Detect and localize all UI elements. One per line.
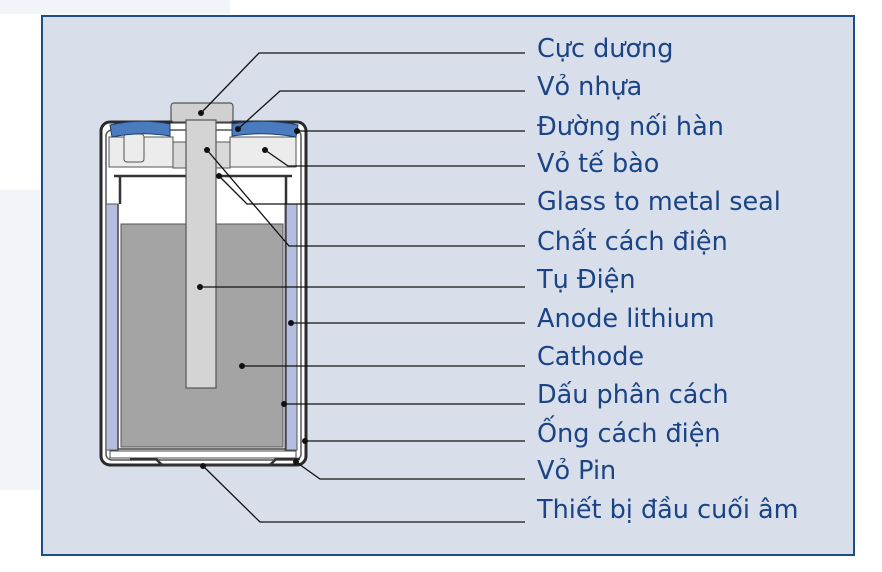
leader-dot-5 [216, 173, 222, 179]
current-collector-rod [185, 119, 217, 389]
background-stripe-top [0, 0, 230, 14]
label-negative-terminal: Thiết bị đầu cuối âm [537, 495, 799, 525]
separator [117, 204, 287, 450]
leader-line-2 [237, 90, 525, 130]
leader-dot-1 [198, 110, 204, 116]
leader-dot-13 [200, 463, 206, 469]
leader-line-5 [218, 175, 525, 205]
negative-terminal [130, 457, 300, 467]
label-insulating-tube: Ống cách điện [537, 419, 721, 449]
bottom-insulator [109, 450, 297, 459]
label-plastic-cover: Vỏ nhựa [537, 72, 643, 102]
leader-dot-2 [235, 126, 241, 132]
label-glass-to-metal-seal: Glass to metal seal [537, 187, 781, 217]
label-cathode: Cathode [537, 342, 645, 372]
anode-lithium-left [105, 203, 119, 451]
label-weld-seam: Đường nối hàn [537, 112, 724, 142]
plastic-cap-left [109, 120, 171, 138]
leader-line-13 [202, 465, 525, 523]
leader-dot-3 [294, 128, 300, 134]
weld-nub [123, 133, 145, 163]
leader-dot-4 [262, 147, 268, 153]
leader-dot-10 [281, 401, 287, 407]
leader-dot-9 [239, 363, 245, 369]
label-cell-case: Vỏ tế bào [537, 149, 660, 179]
anode-lithium-right [284, 203, 298, 451]
leader-dot-6 [204, 147, 210, 153]
leader-dot-12 [293, 459, 299, 465]
leader-line-6 [206, 149, 525, 247]
plastic-cap-right [231, 120, 299, 138]
leader-line-1 [200, 52, 525, 114]
label-current-collector: Tụ Điện [537, 265, 636, 295]
label-battery-case: Vỏ Pin [537, 456, 617, 486]
leader-dot-7 [197, 284, 203, 290]
leader-dot-11 [302, 438, 308, 444]
label-anode-lithium: Anode lithium [537, 304, 715, 334]
label-separator: Dấu phân cách [537, 380, 729, 410]
leader-dots [197, 110, 308, 469]
label-positive-terminal: Cực dương [537, 34, 674, 64]
background-stripe-left [0, 190, 40, 490]
label-insulator: Chất cách điện [537, 227, 728, 257]
leader-line-4 [264, 149, 525, 167]
leader-lines [200, 52, 525, 523]
leader-line-12 [295, 461, 525, 480]
leader-dot-8 [288, 320, 294, 326]
